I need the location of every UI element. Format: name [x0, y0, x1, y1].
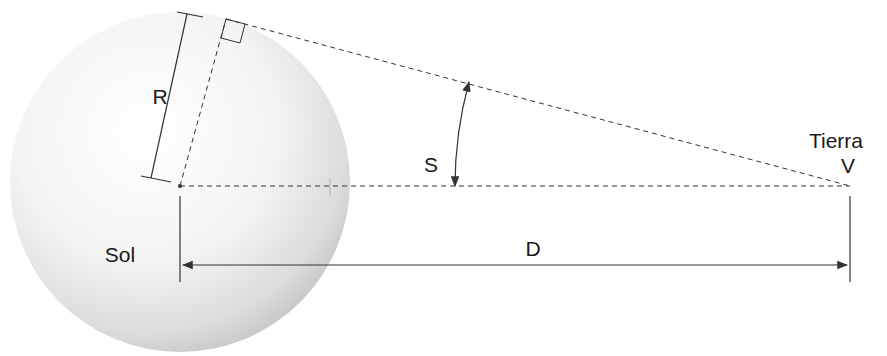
- limb-tick: [329, 178, 330, 196]
- r-dimension-line: [151, 14, 187, 178]
- radius-label: R: [152, 86, 167, 107]
- tangent-line: [226, 19, 850, 186]
- d-dimension-line: [183, 264, 847, 265]
- d-extension-line: [849, 196, 850, 282]
- vertex-label: V: [841, 155, 855, 176]
- radius-line: [180, 19, 226, 186]
- sun-sphere: [10, 12, 350, 352]
- angle-label: S: [424, 154, 438, 175]
- r-tick: [141, 176, 171, 182]
- center-line: [180, 186, 850, 187]
- r-tick: [177, 12, 203, 17]
- d-extension-line: [179, 196, 180, 282]
- right-angle-mark: [221, 19, 245, 43]
- distance-label: D: [525, 238, 540, 259]
- angle-arc: [455, 82, 469, 186]
- sun-label: Sol: [105, 244, 135, 265]
- earth-label: Tierra: [809, 130, 863, 151]
